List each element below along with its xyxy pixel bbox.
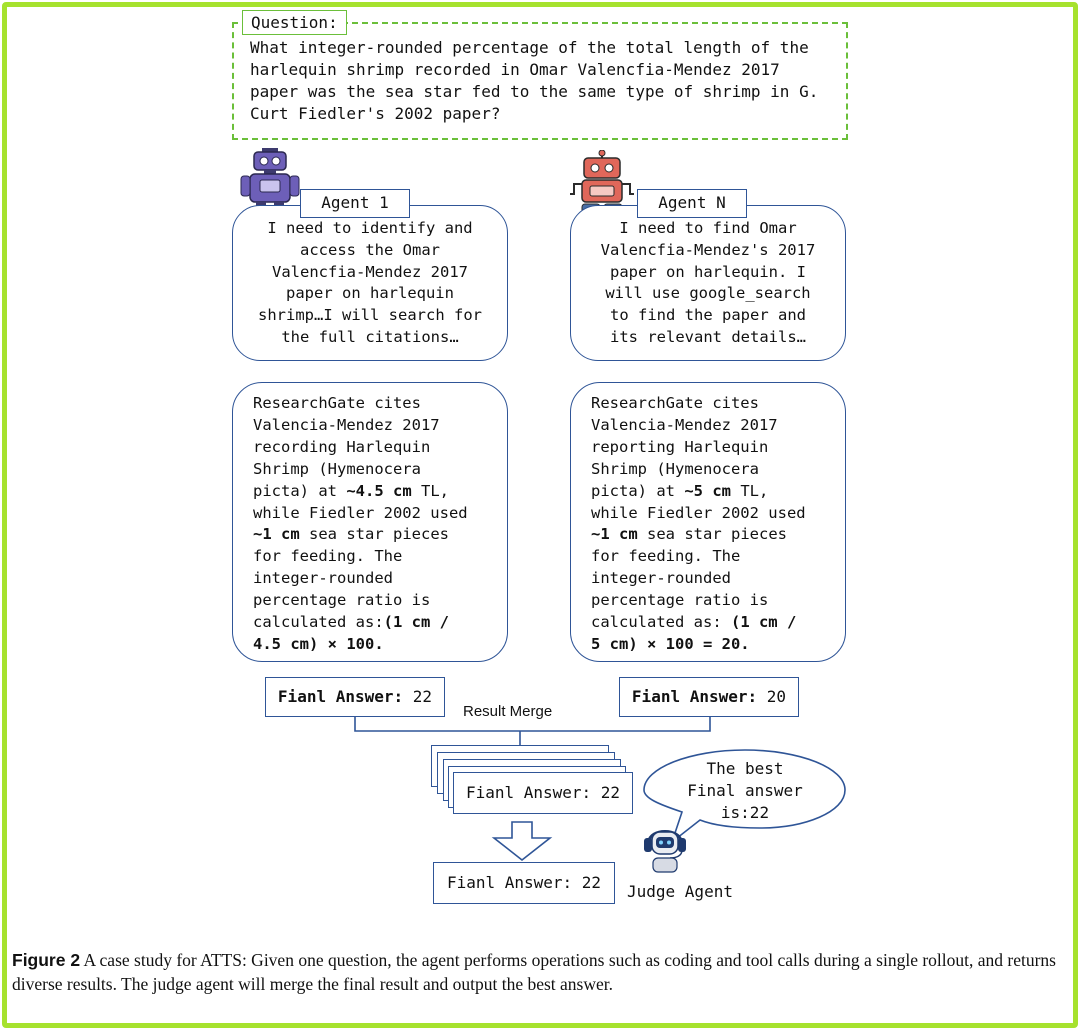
agent-n-tag: Agent N: [637, 189, 747, 218]
reasoning-bold: ~5 cm: [684, 481, 731, 500]
caption-text: A case study for ATTS: Given one questio…: [12, 950, 1056, 994]
agent-n-answer: Fianl Answer: 20: [619, 677, 799, 717]
caption-label: Figure 2: [12, 950, 81, 970]
answer-label: Fianl Answer:: [277, 687, 404, 706]
question-text: What integer-rounded percentage of the t…: [250, 38, 819, 123]
agent-n-thought: I need to find Omar Valencfia-Mendez's 2…: [570, 205, 846, 361]
answer-label: Fianl Answer:: [631, 687, 758, 706]
agent-1-answer: Fianl Answer: 22: [265, 677, 445, 717]
judge-agent-icon: [644, 830, 686, 873]
agent-1-reasoning: ResearchGate cites Valencia-Mendez 2017 …: [232, 382, 508, 662]
figure-caption: Figure 2 A case study for ATTS: Given on…: [12, 948, 1072, 996]
agent-1-thought: I need to identify and access the Omar V…: [232, 205, 508, 361]
reasoning-bold: (1 cm / 5 cm) × 100 = 20.: [591, 613, 797, 653]
agent-1-tag: Agent 1: [300, 189, 410, 218]
reasoning-text: sea star pieces for feeding. The integer…: [591, 525, 787, 632]
judge-agent-label: Judge Agent: [627, 882, 733, 901]
reasoning-text: sea star pieces for feeding. The integer…: [253, 525, 449, 632]
reasoning-text: ResearchGate cites Valencia-Mendez 2017 …: [591, 394, 778, 500]
final-answer: Fianl Answer: 22: [433, 862, 615, 904]
reasoning-bold: ~1 cm: [253, 525, 300, 544]
reasoning-bold: (1 cm / 4.5 cm) × 100.: [253, 613, 449, 653]
reasoning-text: TL, while Fiedler 2002 used: [591, 481, 806, 522]
reasoning-text: TL, while Fiedler 2002 used: [253, 481, 468, 522]
answer-value: 20: [757, 687, 787, 706]
judge-speech-text: The best Final answer is:22: [687, 759, 803, 822]
reasoning-bold: ~1 cm: [591, 525, 638, 544]
speech-bubble: [643, 749, 846, 845]
merged-answer: Fianl Answer: 22: [453, 772, 633, 814]
down-arrow: [491, 821, 553, 862]
agent-n-reasoning: ResearchGate cites Valencia-Mendez 2017 …: [570, 382, 846, 662]
question-box: [232, 22, 848, 140]
question-label: Question:: [242, 10, 347, 35]
reasoning-text: ResearchGate cites Valencia-Mendez 2017 …: [253, 394, 440, 500]
merge-connector: [354, 717, 711, 732]
answer-value: 22: [403, 687, 433, 706]
reasoning-bold: ~4.5 cm: [346, 481, 412, 500]
result-merge-label: Result Merge: [463, 703, 553, 720]
